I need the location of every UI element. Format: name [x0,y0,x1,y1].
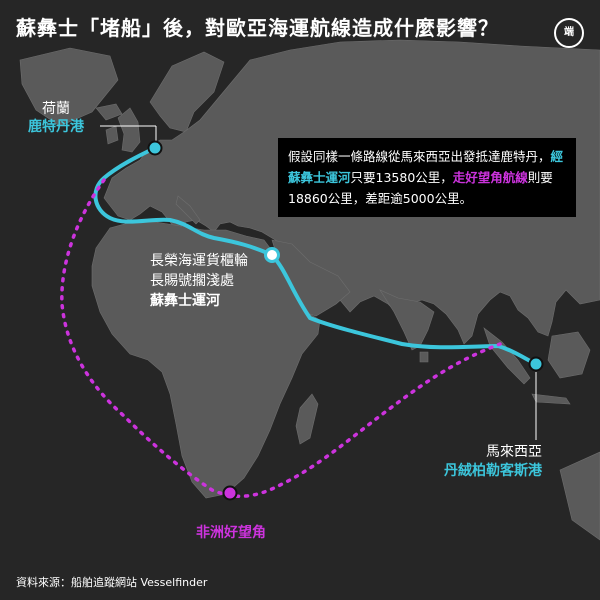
info-text-1: 假設同樣一條路線從馬來西亞出發抵達鹿特丹， [288,149,551,164]
info-cape-highlight: 走好望角航線 [452,170,528,185]
rotterdam-marker [147,140,163,156]
ireland [105,125,119,145]
great-britain [117,107,141,153]
scandinavia [149,51,225,133]
info-text-3: 則要18860公里，差距逾5000公里。 [288,170,553,206]
page-title: 蘇彝士「堵船」後，對歐亞海運航線造成什麼影響？ [16,16,499,40]
africa [91,221,321,499]
info-suez-highlight: 經蘇彝士運河 [288,149,564,185]
source-note: 資料來源：船舶追蹤網站 Vesselfinder [16,576,208,589]
sri-lanka [419,351,429,363]
suez-marker [264,247,280,263]
suez-canal-route [93,146,538,366]
iceland [95,103,123,121]
info-text-2: 只要13580公里， [350,170,453,185]
ship-label-line2: 長賜號擱淺處 [150,273,234,289]
rotterdam-country-label: 荷蘭 [42,101,70,117]
rotterdam-port-label: 鹿特丹港 [28,119,84,135]
cape-label: 非洲好望角 [196,525,266,541]
india [379,289,435,351]
distance-info-box: 假設同樣一條路線從馬來西亞出發抵達鹿特丹，經蘇彝士運河只要13580公里，走好望… [278,138,576,217]
ship-label-line1: 長榮海運貨櫃輪 [150,253,248,269]
initium-logo-icon: 端 [554,18,584,48]
malaysia-marker [528,356,544,372]
australia [559,451,600,541]
suez-canal-label: 蘇彝士運河 [150,293,220,309]
sumatra [483,327,531,385]
malaysia-port-label: 丹絨柏勒客斯港 [444,463,542,479]
java [531,393,571,405]
greenland [19,47,119,127]
cape-marker [222,485,238,501]
italy [175,195,201,225]
borneo [547,331,591,379]
malaysia-country-label: 馬來西亞 [486,444,542,460]
madagascar [295,393,319,445]
